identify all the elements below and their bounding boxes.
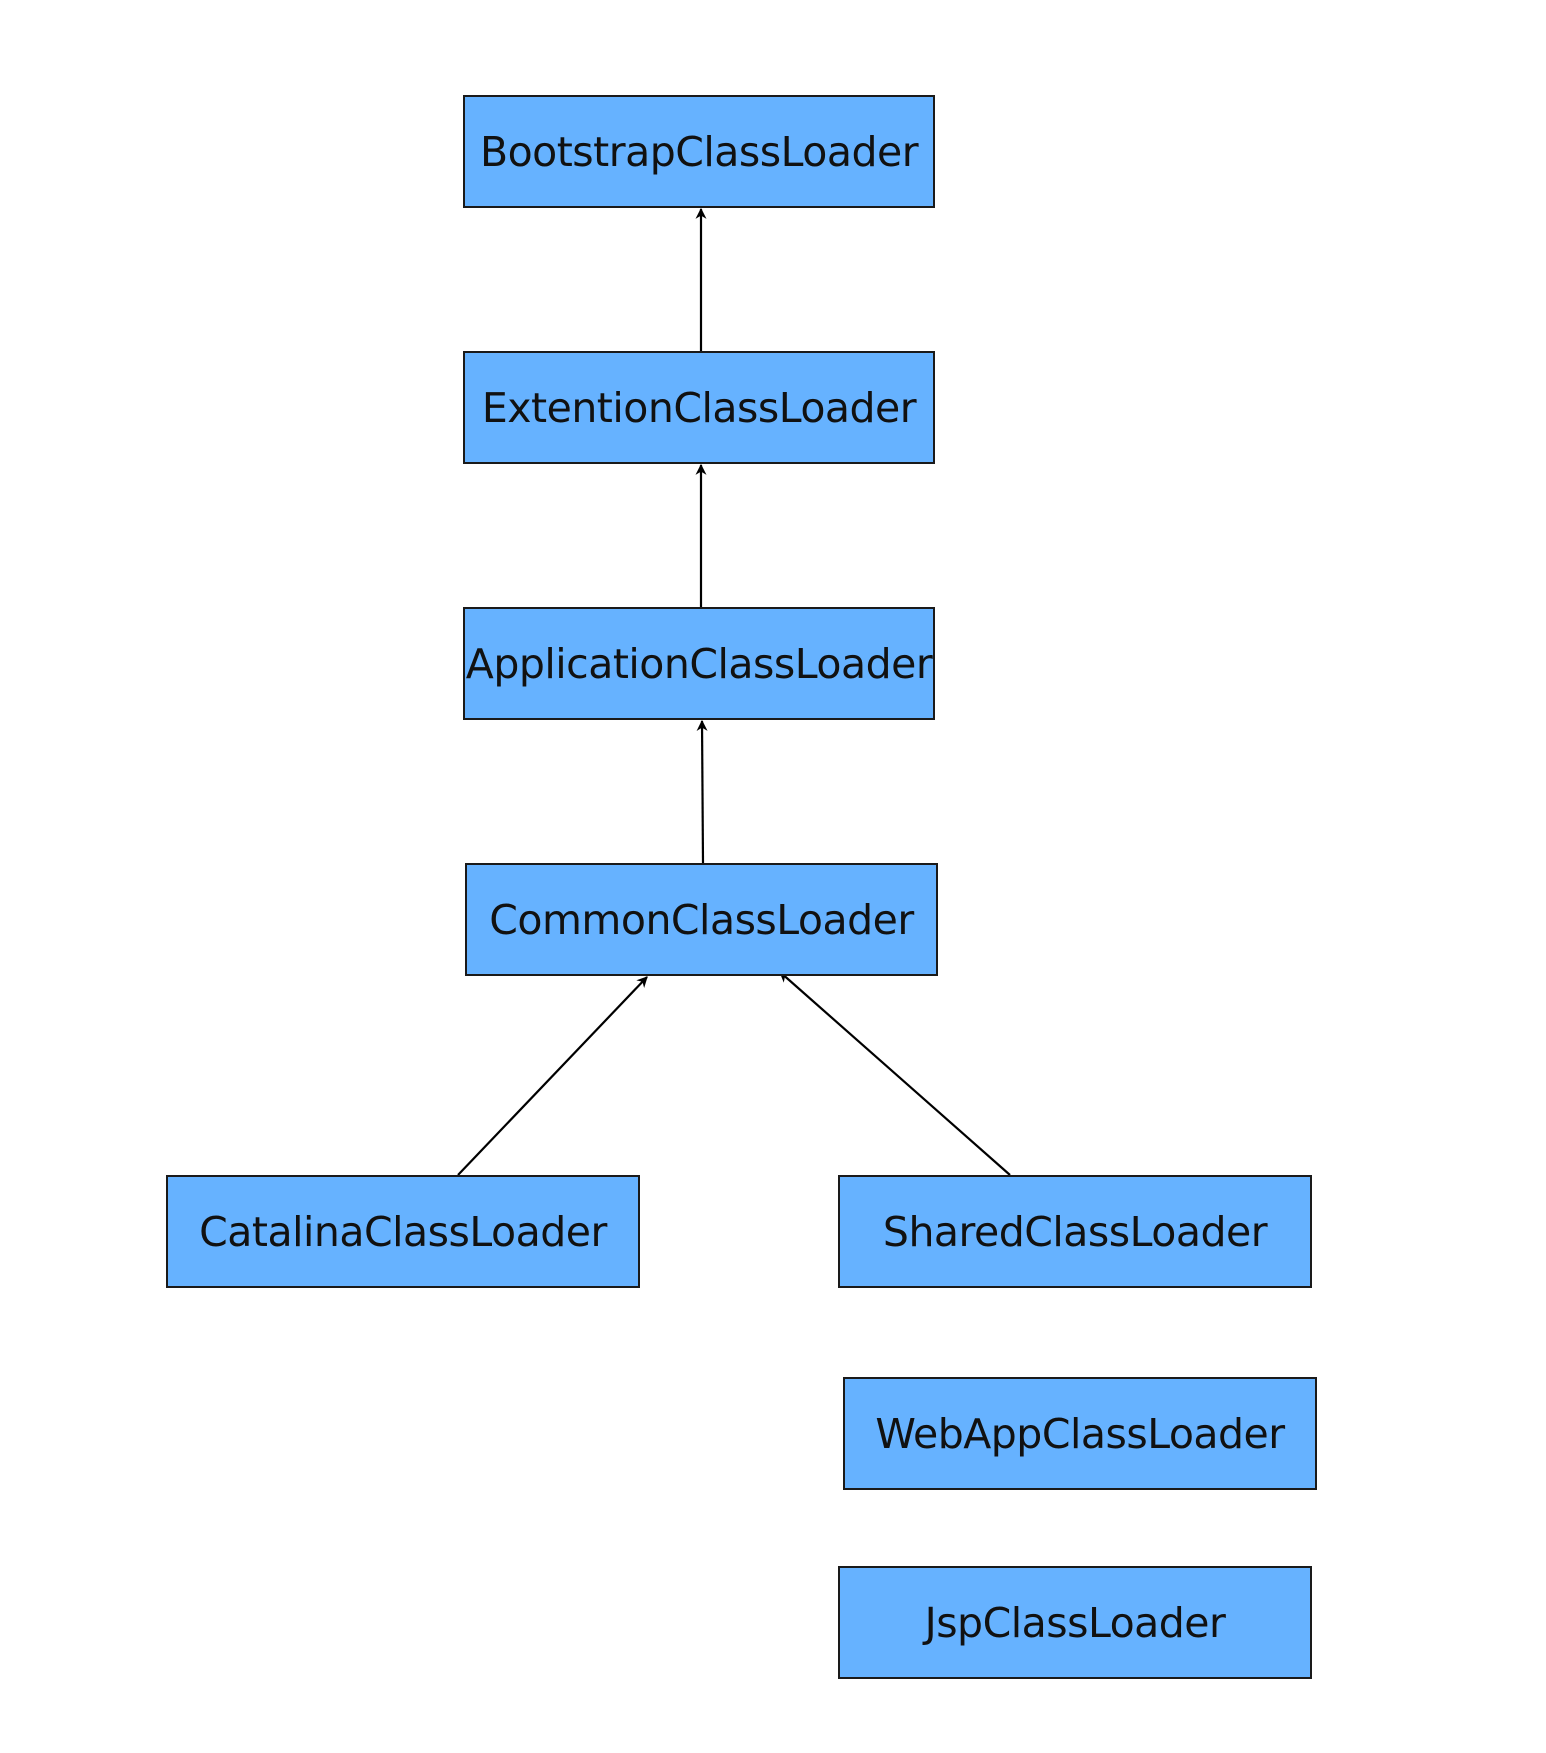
node-common-class-loader: CommonClassLoader [465,863,938,976]
edge-common-to-application [696,719,708,864]
node-extention-class-loader: ExtentionClassLoader [463,351,935,464]
edge-catalina-to-common [457,976,648,1176]
node-bootstrap-class-loader: BootstrapClassLoader [463,95,935,208]
node-jsp-class-loader: JspClassLoader [838,1566,1312,1679]
node-catalina-class-loader: CatalinaClassLoader [166,1175,640,1288]
edge-shared-to-common [779,971,1011,1176]
node-shared-class-loader: SharedClassLoader [838,1175,1312,1288]
node-webapp-class-loader: WebAppClassLoader [843,1377,1317,1490]
node-application-class-loader: ApplicationClassLoader [463,607,935,720]
